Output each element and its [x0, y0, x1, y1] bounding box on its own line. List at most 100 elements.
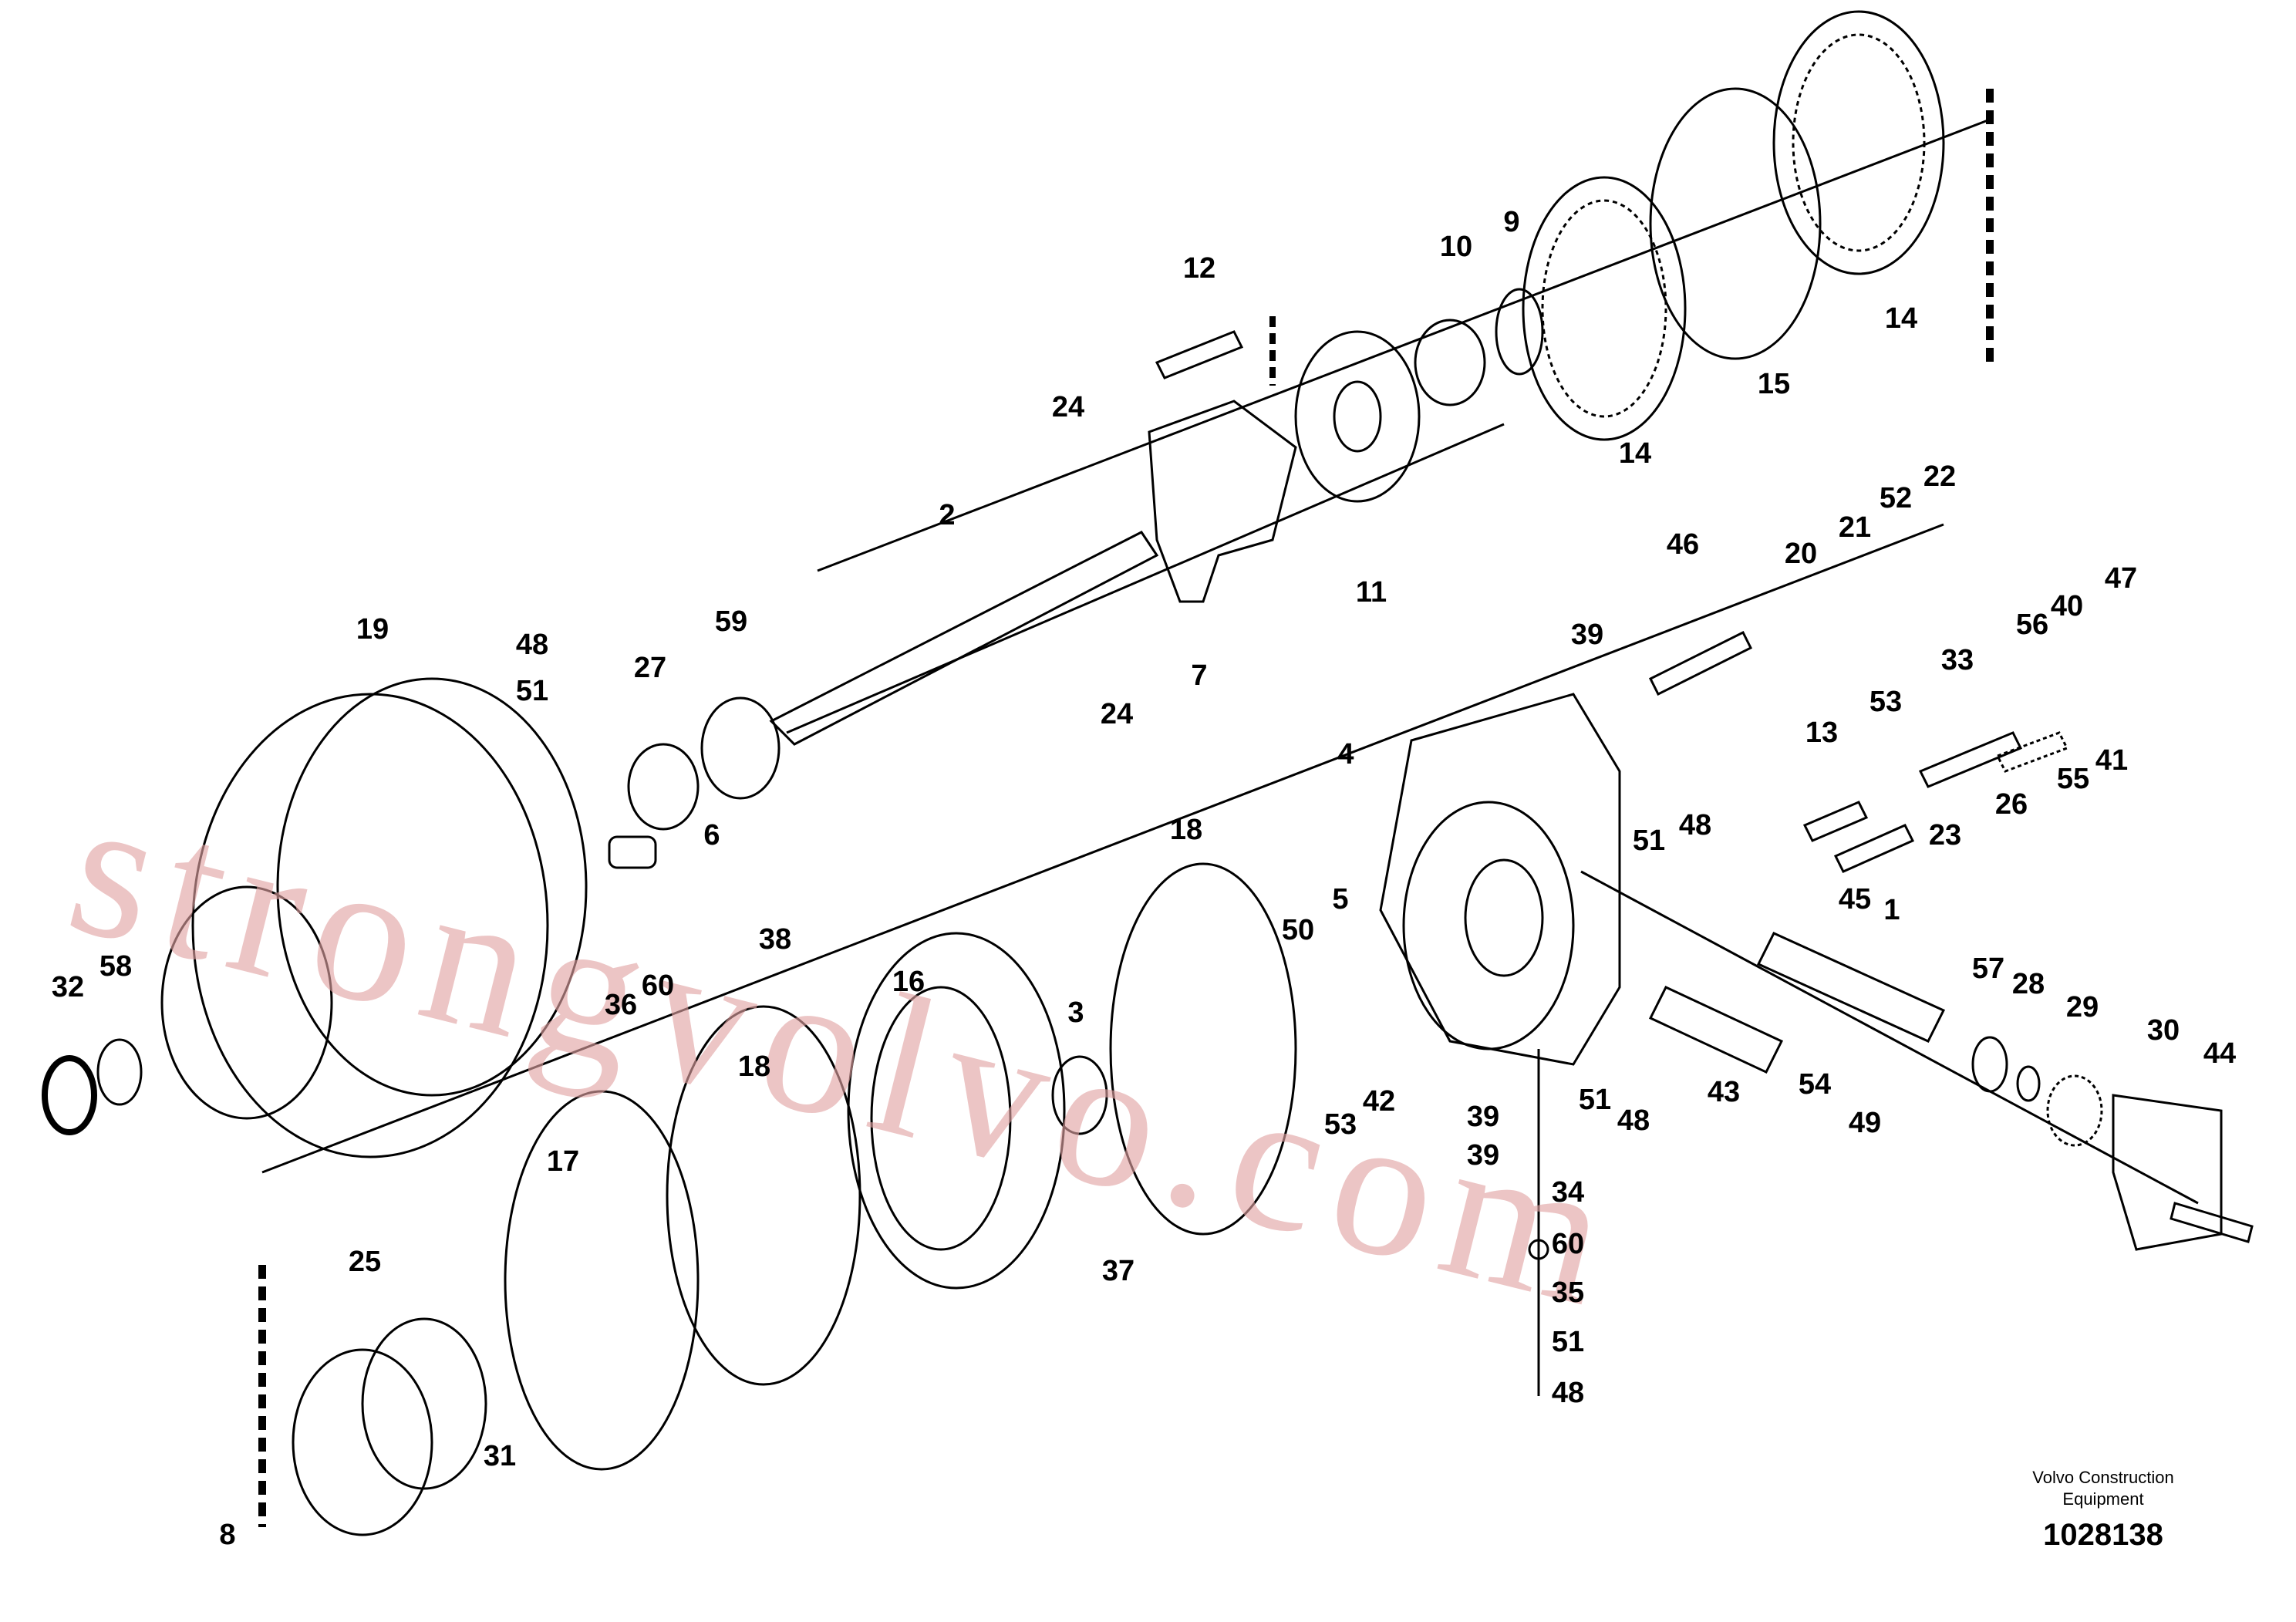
plug-13: [1802, 801, 1869, 842]
part-callout-18: 18: [738, 1050, 770, 1083]
part-callout-25: 25: [349, 1246, 381, 1278]
part-callout-53: 53: [1324, 1108, 1357, 1141]
bearing-3: [1051, 1055, 1108, 1135]
part-callout-23: 23: [1929, 819, 1961, 851]
swash-plate-7: [1148, 400, 1297, 603]
axis-line-main: [261, 523, 1944, 1174]
bearing-27: [627, 743, 700, 831]
part-callout-20: 20: [1785, 538, 1817, 570]
part-callout-2: 2: [939, 499, 955, 531]
part-callout-32: 32: [52, 971, 84, 1003]
housing-19-outer: [191, 693, 549, 1158]
part-callout-39: 39: [1467, 1139, 1499, 1172]
part-callout-33: 33: [1941, 644, 1974, 676]
manufacturer-label: Volvo Construction Equipment: [2032, 1468, 2174, 1509]
separator-plate-15: [1649, 87, 1822, 360]
part-callout-51: 51: [1633, 824, 1665, 857]
housing-19-rear: [276, 677, 588, 1097]
housing-19-hub: [160, 885, 333, 1120]
valve-plate-11: [1294, 330, 1421, 503]
part-callout-50: 50: [1282, 914, 1314, 946]
part-callout-17: 17: [547, 1145, 579, 1178]
part-callout-47: 47: [2105, 562, 2137, 595]
pin-12: [1155, 330, 1244, 379]
part-callout-14: 14: [1619, 437, 1651, 470]
part-callout-21: 21: [1839, 511, 1871, 544]
part-callout-49: 49: [1849, 1107, 1881, 1139]
part-callout-39: 39: [1571, 619, 1603, 651]
part-callout-31: 31: [484, 1440, 516, 1472]
part-callout-48: 48: [1679, 809, 1711, 841]
spool-1: [1756, 932, 1946, 1043]
friction-plate-14b-outer: [1522, 176, 1687, 441]
part-callout-60: 60: [642, 969, 674, 1002]
part-callout-5: 5: [1332, 883, 1348, 916]
part-callout-51: 51: [1579, 1084, 1611, 1116]
part-callout-26: 26: [1995, 788, 2028, 821]
port-block-4-center: [1464, 858, 1544, 977]
part-callout-45: 45: [1839, 883, 1871, 916]
cylinder-block-25-front: [292, 1348, 433, 1536]
part-callout-4: 4: [1337, 738, 1354, 771]
part-callout-59: 59: [715, 605, 747, 638]
document-footer: Volvo Construction Equipment 1028138: [1957, 1467, 2250, 1553]
cylinder-block-25-rear: [361, 1317, 487, 1490]
oring-18-lower: [666, 1005, 861, 1386]
part-callout-22: 22: [1923, 460, 1956, 493]
oring-18-upper: [1109, 862, 1297, 1236]
part-callout-9: 9: [1503, 206, 1519, 238]
part-callout-8: 8: [219, 1519, 235, 1551]
spring-26: [1995, 731, 2069, 773]
part-callout-48: 48: [516, 629, 548, 661]
part-callout-55: 55: [2057, 763, 2089, 795]
snap-ring-59: [700, 696, 781, 800]
part-callout-46: 46: [1667, 528, 1699, 561]
friction-plate-14b-inner: [1541, 199, 1667, 418]
part-callout-60: 60: [1552, 1228, 1584, 1260]
part-callout-53: 53: [1870, 686, 1902, 718]
part-callout-10: 10: [1440, 231, 1472, 263]
part-callout-41: 41: [2095, 744, 2128, 777]
part-callout-38: 38: [759, 923, 791, 956]
oring-17: [504, 1090, 700, 1471]
friction-plate-14-outer: [1772, 10, 1945, 275]
part-callout-13: 13: [1805, 717, 1838, 749]
part-callout-37: 37: [1102, 1255, 1135, 1287]
part-callout-56: 56: [2016, 609, 2048, 641]
cover-30: [2112, 1094, 2223, 1251]
seal-9: [1495, 288, 1544, 376]
part-callout-44: 44: [2203, 1037, 2236, 1070]
axis-line-lower: [1580, 870, 2199, 1205]
port-block-4-bore: [1402, 801, 1575, 1050]
part-callout-28: 28: [2012, 968, 2045, 1000]
relief-valve-43: [1648, 986, 1784, 1074]
seal-32: [42, 1055, 97, 1135]
part-callout-30: 30: [2147, 1014, 2180, 1047]
part-callout-54: 54: [1799, 1068, 1831, 1101]
part-callout-1: 1: [1883, 894, 1900, 926]
part-callout-15: 15: [1758, 368, 1790, 400]
part-callout-52: 52: [1880, 482, 1912, 514]
friction-plate-14-inner: [1792, 33, 1926, 252]
part-callout-39: 39: [1467, 1101, 1499, 1133]
part-callout-36: 36: [605, 989, 637, 1021]
part-callout-14: 14: [1885, 302, 1917, 335]
bearing-10: [1414, 319, 1486, 406]
part-callout-34: 34: [1552, 1176, 1584, 1209]
part-callout-24: 24: [1052, 391, 1084, 423]
part-callout-18: 18: [1170, 814, 1202, 846]
spring-29: [2046, 1074, 2103, 1147]
part-callout-58: 58: [99, 950, 132, 983]
part-callout-6: 6: [703, 819, 720, 851]
part-callout-12: 12: [1183, 252, 1215, 285]
piston-16-outer: [847, 932, 1066, 1290]
part-callout-7: 7: [1191, 659, 1207, 692]
bolt-44: [2170, 1202, 2254, 1243]
axis-line-upper: [817, 118, 1991, 572]
bolt-46: [1648, 630, 1753, 696]
part-callout-42: 42: [1363, 1085, 1395, 1118]
part-callout-51: 51: [1552, 1326, 1584, 1358]
spool-33: [1918, 731, 2023, 788]
